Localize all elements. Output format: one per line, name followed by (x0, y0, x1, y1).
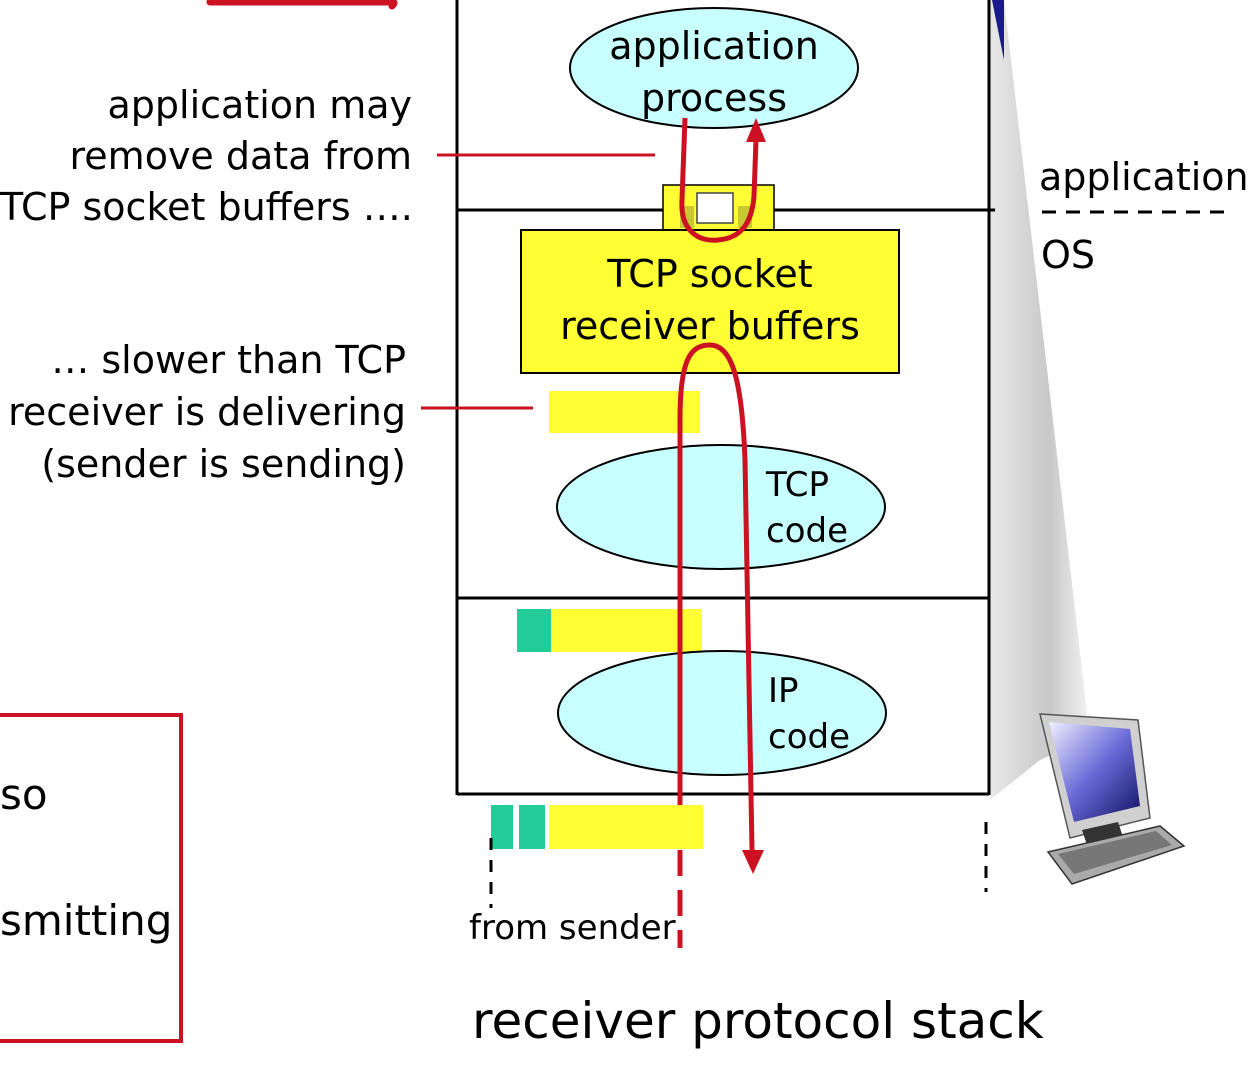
tcp-code-line-1: TCP (766, 465, 830, 505)
socket-buffer-slot-white (696, 192, 734, 224)
app-remove-line-2: remove data from (69, 134, 412, 178)
keyboard-keys (1058, 831, 1172, 874)
app-remove-line-3: TCP socket buffers …. (0, 185, 413, 229)
slower-line-3: (sender is sending) (41, 442, 406, 486)
down-arrowhead (742, 850, 764, 874)
data-flow-arrows (677, 117, 766, 948)
slower-line-1: … slower than TCP (51, 338, 406, 382)
socket-buffers-line-1: TCP socket (607, 252, 813, 296)
monitor-screen (1049, 722, 1140, 822)
frame-header-1 (491, 805, 513, 849)
stack-caption: receiver protocol stack (472, 992, 1044, 1050)
callout-line-2: smitting (0, 896, 173, 945)
ip-code-label: IP code (768, 668, 850, 760)
application-layer-label: application (1039, 155, 1249, 199)
desktop-computer-icon (1039, 713, 1186, 885)
tcp-segment-payload (549, 391, 700, 433)
ip-datagram-payload (551, 609, 702, 652)
top-red-stroke (206, 0, 398, 10)
protocol-stack-box (455, 0, 995, 796)
frame-payload (549, 805, 703, 849)
slower-annotation: … slower than TCP receiver is delivering… (0, 334, 406, 490)
tcp-socket-receiver-buffers-box (520, 229, 900, 374)
tcp-code-label: TCP code (766, 462, 848, 554)
ip-code-ellipse (557, 650, 887, 776)
app-remove-annotation: application may remove data from TCP soc… (0, 80, 413, 233)
callout-box (0, 713, 183, 1043)
application-read-loop (679, 117, 759, 243)
socket-buffers-line-2: receiver buffers (560, 304, 860, 348)
tcp-code-ellipse (556, 444, 886, 570)
tcp-code-line-2: code (766, 511, 848, 551)
blue-edge (992, 0, 1004, 60)
app-process-line-2: process (640, 76, 788, 120)
socket-buffers-label: TCP socket receiver buffers (524, 248, 896, 352)
slower-line-2: receiver is delivering (8, 390, 406, 434)
perspective-beam (990, 0, 1090, 800)
app-process-line-1: application (609, 24, 819, 68)
from-sender-label: from sender (469, 908, 676, 948)
ip-code-line-2: code (768, 717, 850, 757)
frame-header-2 (519, 805, 545, 849)
incoming-data-path (677, 342, 755, 851)
ip-code-line-1: IP (768, 671, 799, 711)
callout-line-1: so (0, 770, 48, 819)
application-process-ellipse (569, 7, 859, 129)
ip-datagram-header (517, 609, 551, 652)
up-arrowhead (746, 118, 766, 142)
application-process-label: application process (574, 20, 854, 124)
os-layer-label: OS (1041, 233, 1096, 277)
app-remove-line-1: application may (107, 83, 412, 127)
